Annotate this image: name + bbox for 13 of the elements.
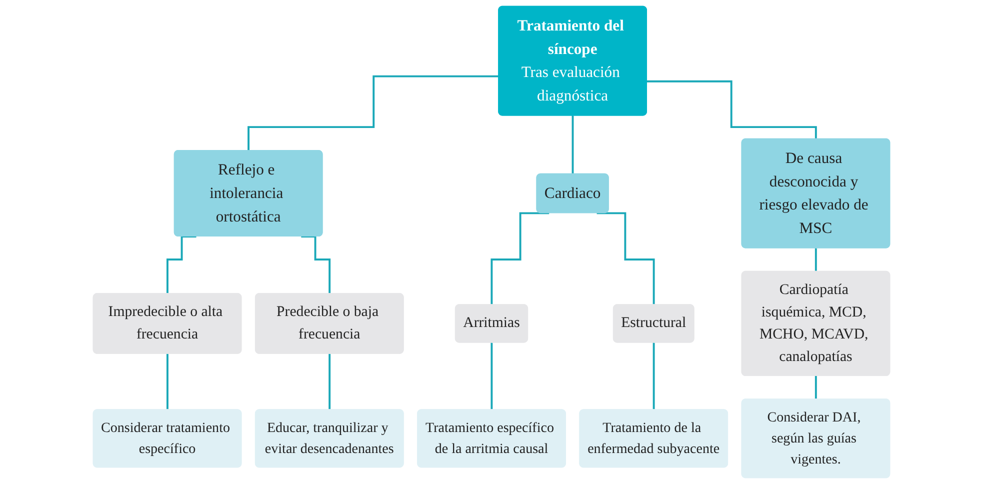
connector (647, 80, 818, 140)
connector (652, 342, 655, 411)
connector (572, 114, 574, 176)
connector (814, 247, 818, 273)
connector (166, 236, 196, 295)
connector (248, 75, 499, 152)
connector (596, 212, 655, 306)
connector (814, 375, 818, 400)
connector (490, 212, 550, 306)
connector (301, 236, 331, 295)
connector (490, 342, 493, 411)
connector (328, 352, 331, 411)
connector (166, 352, 169, 411)
